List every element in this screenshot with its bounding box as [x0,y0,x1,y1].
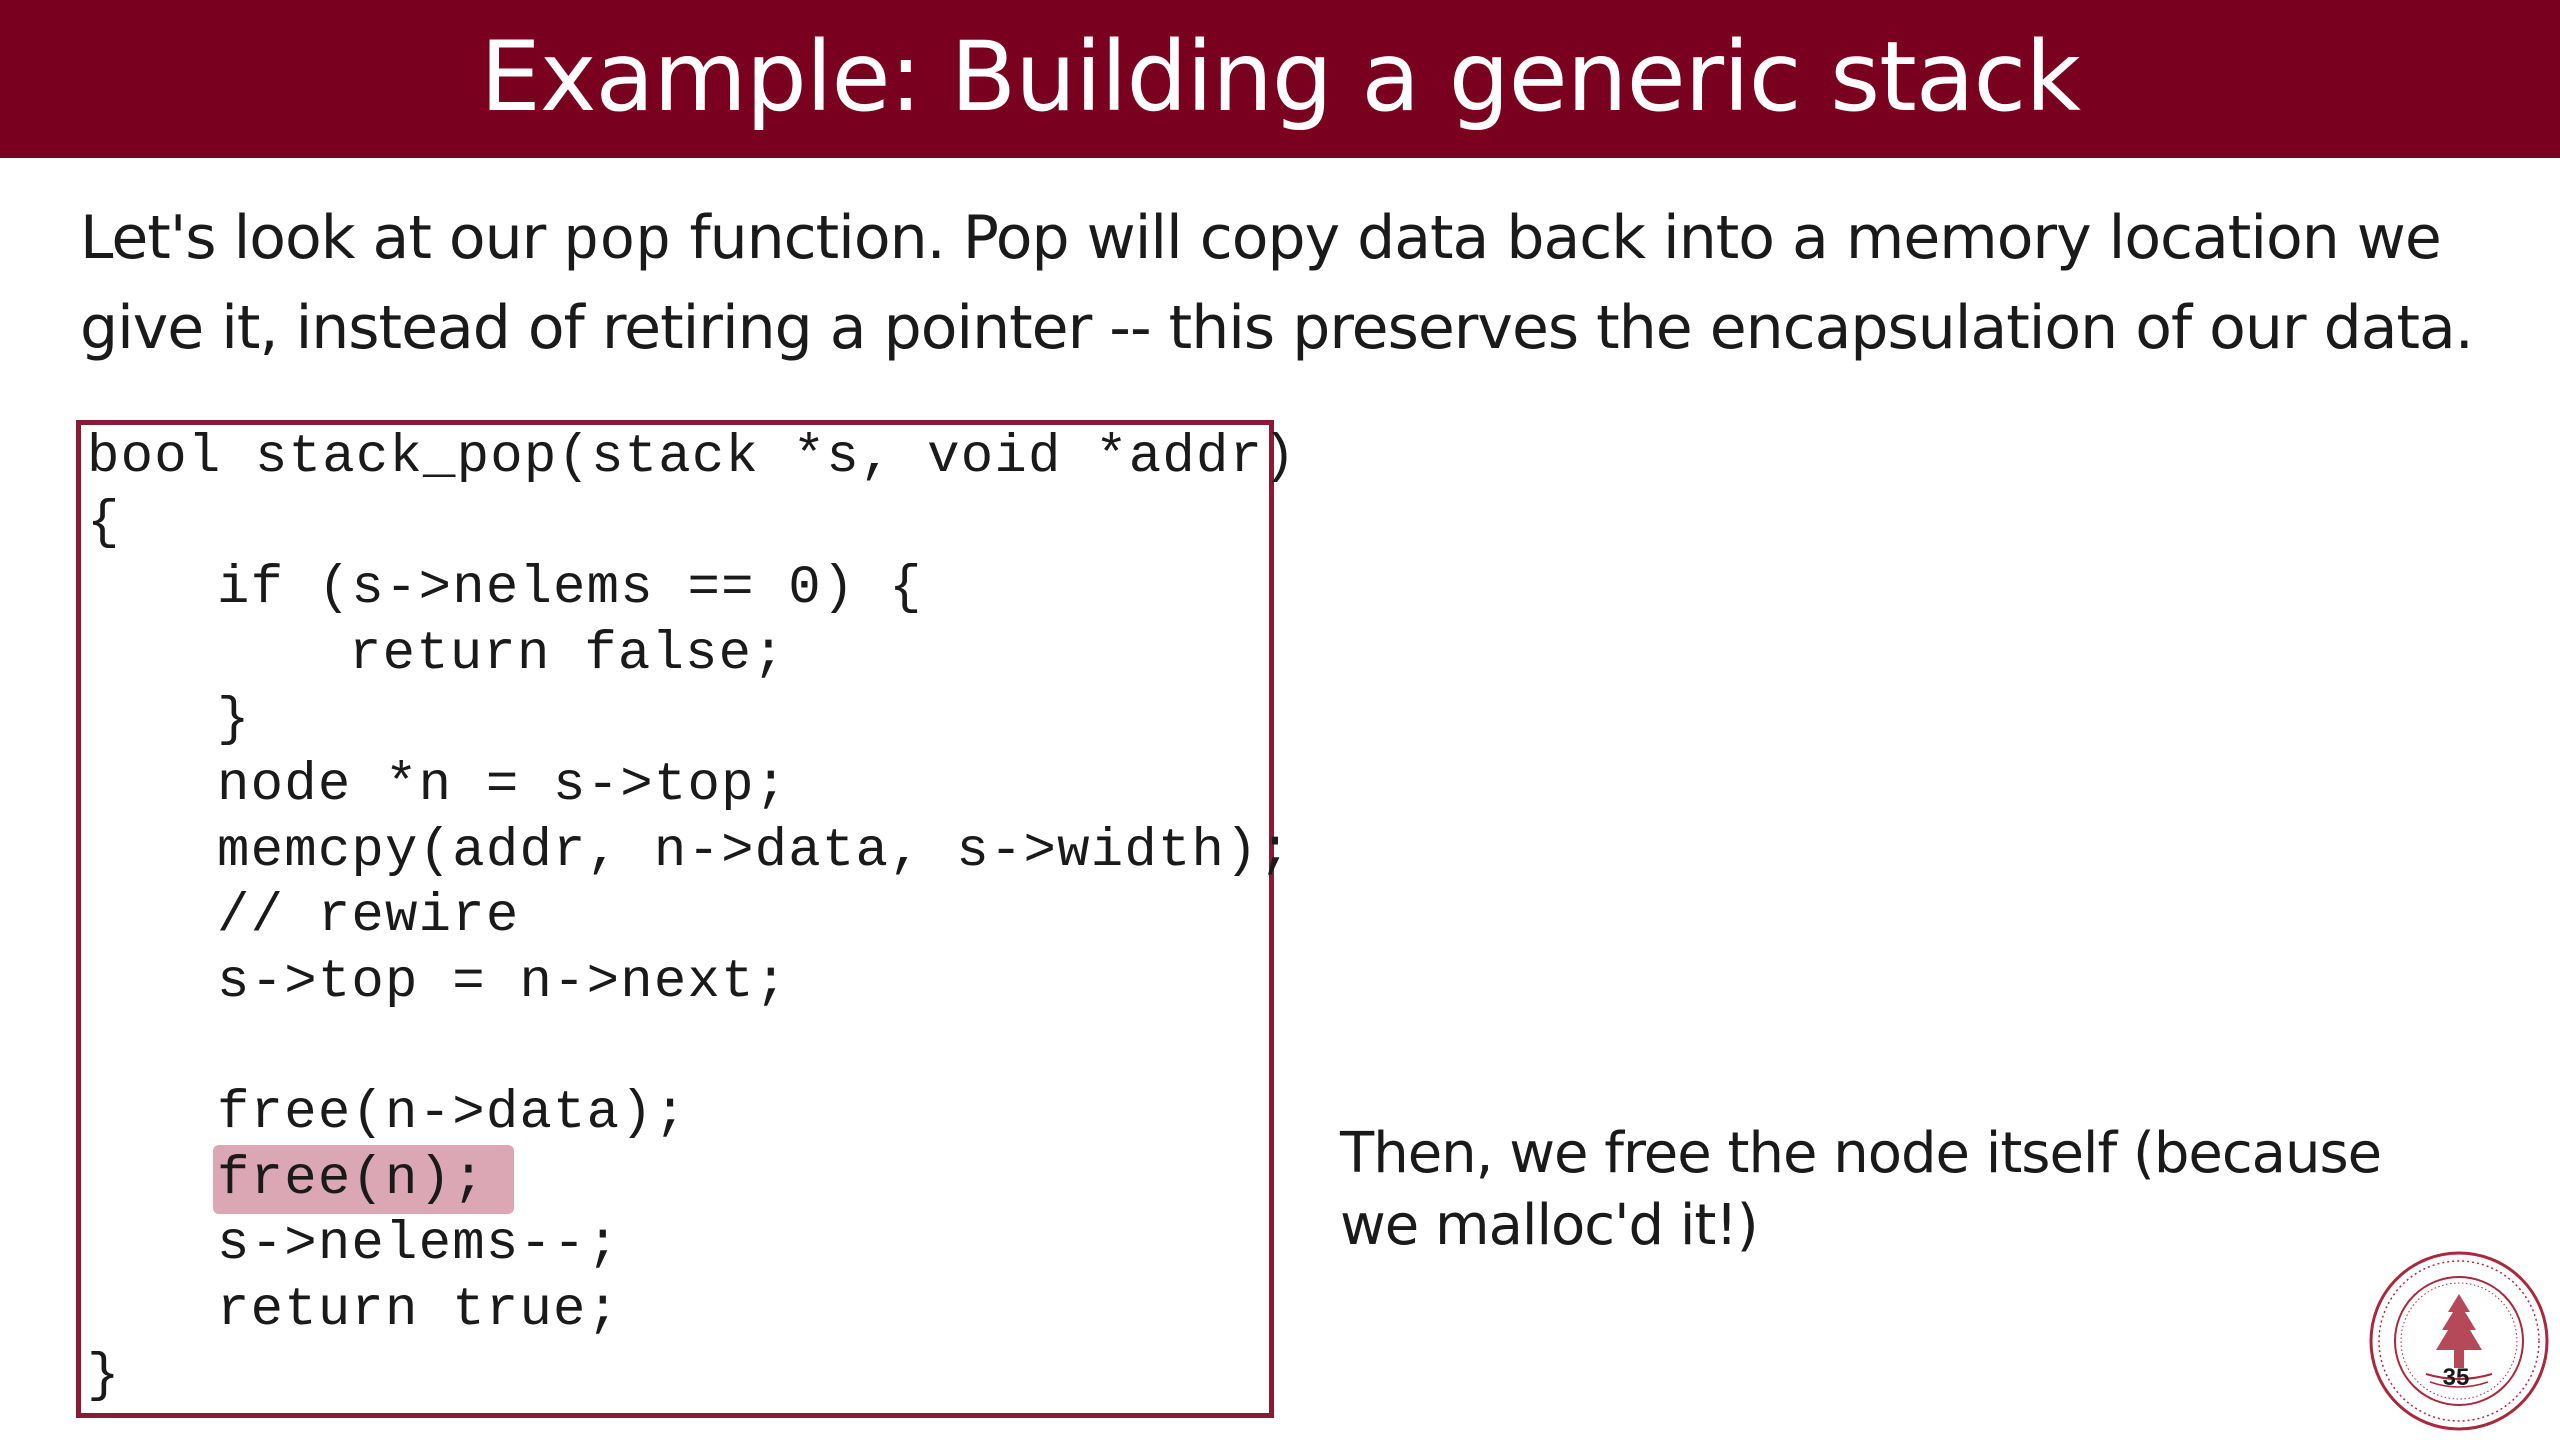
code-line: return true; [217,1280,621,1342]
code-lines: bool stack_pop(stack *s, void *addr) { i… [87,425,1297,1409]
code-line: node *n = s->top; [217,755,789,817]
title-bar: Example: Building a generic stack [0,0,2560,158]
code-line: // rewire [217,886,520,948]
code-line: memcpy(addr, n->data, s->width); [217,820,1293,882]
code-line: return false; [349,624,786,686]
code-line: s->nelems--; [217,1214,621,1276]
intro-text-end: function. Pop will copy data back into a… [80,203,2474,363]
code-line: s->top = n->next; [217,952,789,1014]
code-line: free(n->data); [217,1083,688,1145]
code-line: { [87,492,121,554]
intro-inline-code: pop [563,209,672,277]
code-line: if (s->nelems == 0) { [217,558,923,620]
code-line-blank [87,1015,1297,1081]
side-note: Then, we free the node itself (because w… [1340,1121,2382,1258]
highlighted-code: free(n); [213,1144,514,1214]
code-line: } [87,1345,121,1407]
slide-title: Example: Building a generic stack [480,21,2081,133]
code-block: bool stack_pop(stack *s, void *addr) { i… [76,420,1296,1418]
code-line: bool stack_pop(stack *s, void *addr) [87,427,1297,489]
university-seal-icon [2369,1251,2549,1431]
code-line: } [217,689,251,751]
intro-text-start: Let's look at our [80,203,564,273]
code-line-highlighted: free(n); [87,1144,1297,1214]
page-number: 35 [2442,1364,2470,1391]
intro-paragraph: Let's look at our pop function. Pop will… [80,196,2500,371]
